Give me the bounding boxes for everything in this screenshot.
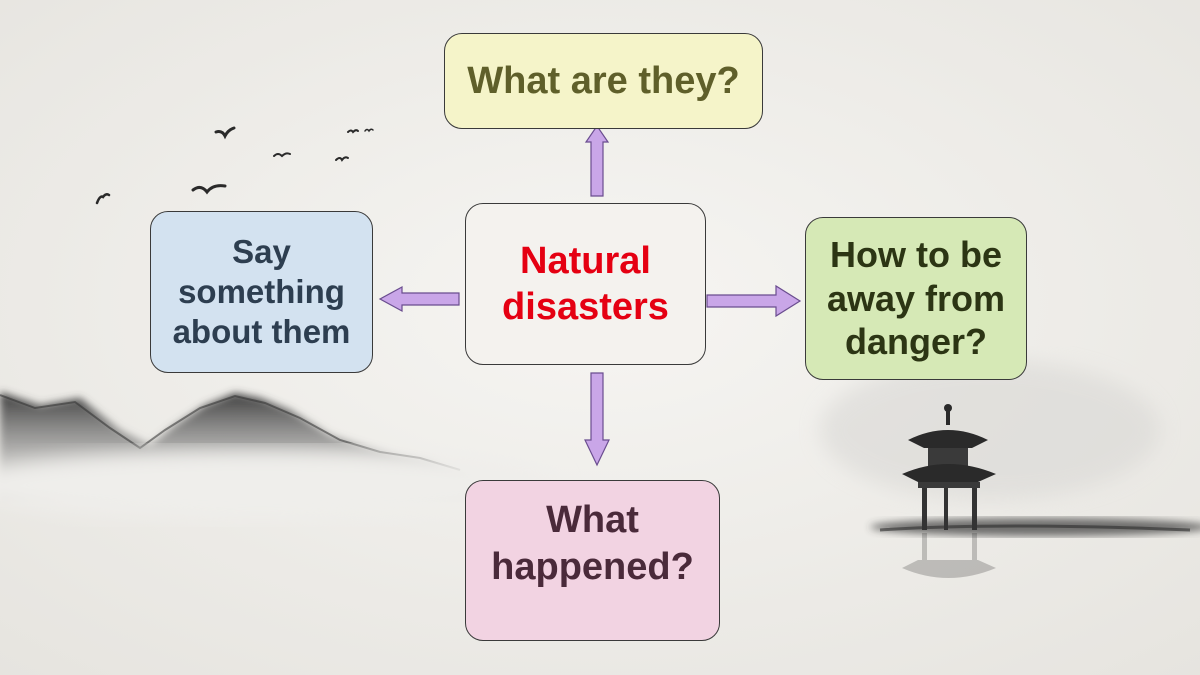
box-label: How to be away from danger?	[826, 233, 1006, 363]
center-label: Natural disasters	[502, 239, 669, 328]
box-what-happened: What happened?	[465, 480, 720, 641]
box-label: What happened?	[491, 499, 694, 588]
box-natural-disasters: Natural disasters	[465, 203, 706, 365]
box-label: Say something about them	[172, 232, 351, 351]
box-label: What are they?	[467, 59, 740, 102]
pavilion	[820, 360, 1200, 578]
mountains	[0, 392, 560, 520]
box-what-are-they: What are they?	[444, 33, 763, 129]
birds	[95, 126, 374, 205]
box-say-something: Say something about them	[150, 211, 373, 373]
box-how-to-be-away: How to be away from danger?	[805, 217, 1027, 380]
